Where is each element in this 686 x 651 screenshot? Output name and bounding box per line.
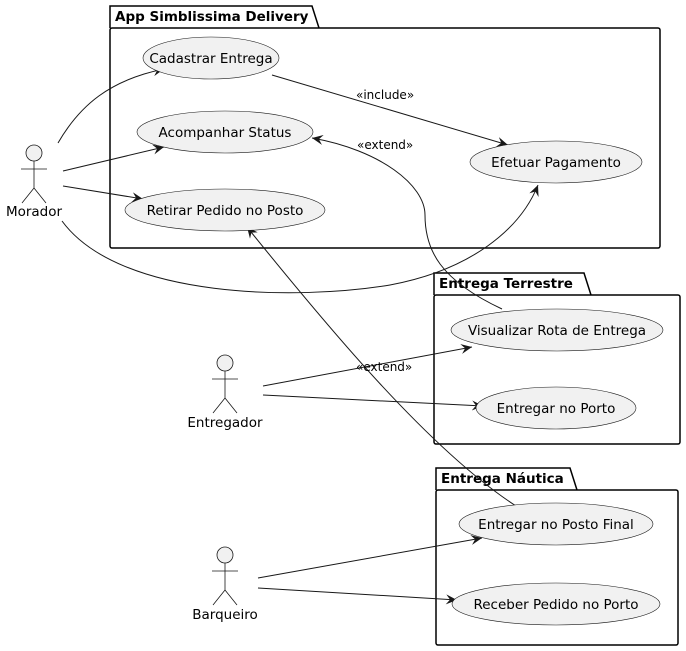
use-case-receber-label: Receber Pedido no Porto [473,597,638,613]
actor-morador[interactable]: Morador [6,144,63,220]
actor-barqueiro[interactable]: Barqueiro [192,546,258,623]
use-case-retirar[interactable]: Retirar Pedido no Posto [124,188,326,232]
label-extend-rota: «extend» [356,360,412,374]
edge-morador-pagamento [61,184,539,294]
relationships: «include» «extend» «extend» [57,66,539,605]
edge-cadastrar-pagamento [271,74,509,147]
use-case-acompanhar[interactable]: Acompanhar Status [136,110,314,154]
actor-morador-label: Morador [6,204,63,220]
use-case-pagamento[interactable]: Efetuar Pagamento [469,140,643,184]
package-app-title: App Simblissima Delivery [115,9,309,25]
actor-entregador[interactable]: Entregador [187,354,263,431]
edge-morador-cadastrar [57,66,165,144]
actor-entregador-body [212,371,238,414]
label-extend-status: «extend» [357,138,413,152]
actor-barqueiro-body [212,563,238,606]
use-case-cadastrar[interactable]: Cadastrar Entrega [142,36,280,80]
edge-entregador-entregar-porto [262,394,484,411]
package-terrestre-title: Entrega Terrestre [439,276,573,292]
edge-barqueiro-receber [257,587,458,605]
use-case-entregar-posto[interactable]: Entregar no Posto Final [458,502,654,546]
actor-barqueiro-head [216,546,234,564]
edge-entregar-posto-retirar [246,226,517,507]
edge-barqueiro-entregar-posto [257,535,483,579]
label-include: «include» [356,88,414,102]
use-case-retirar-label: Retirar Pedido no Posto [147,203,304,219]
actor-morador-head [25,144,43,162]
package-app: App Simblissima Delivery [109,5,661,249]
edge-morador-retirar [62,185,144,203]
use-case-acompanhar-label: Acompanhar Status [159,125,292,141]
edge-entregador-visualizar [262,344,473,387]
actor-entregador-head [216,354,234,372]
actor-barqueiro-label: Barqueiro [192,607,258,623]
use-case-receber[interactable]: Receber Pedido no Porto [451,582,661,626]
package-nautica-title: Entrega Náutica [441,471,564,487]
use-case-entregar-porto-label: Entregar no Porto [497,401,616,417]
use-case-visualizar[interactable]: Visualizar Rota de Entrega [450,308,664,352]
edge-visualizar-acompanhar [311,134,503,310]
use-case-entregar-porto[interactable]: Entregar no Porto [475,386,637,430]
use-case-pagamento-label: Efetuar Pagamento [491,155,621,171]
use-case-cadastrar-label: Cadastrar Entrega [149,51,272,67]
use-case-visualizar-label: Visualizar Rota de Entrega [468,323,646,339]
edge-morador-acompanhar [62,144,165,172]
use-case-entregar-posto-label: Entregar no Posto Final [478,517,634,533]
package-nautica: Entrega Náutica [435,467,679,646]
actor-morador-body [21,161,47,204]
package-terrestre: Entrega Terrestre [433,272,681,445]
actor-entregador-label: Entregador [187,415,263,431]
